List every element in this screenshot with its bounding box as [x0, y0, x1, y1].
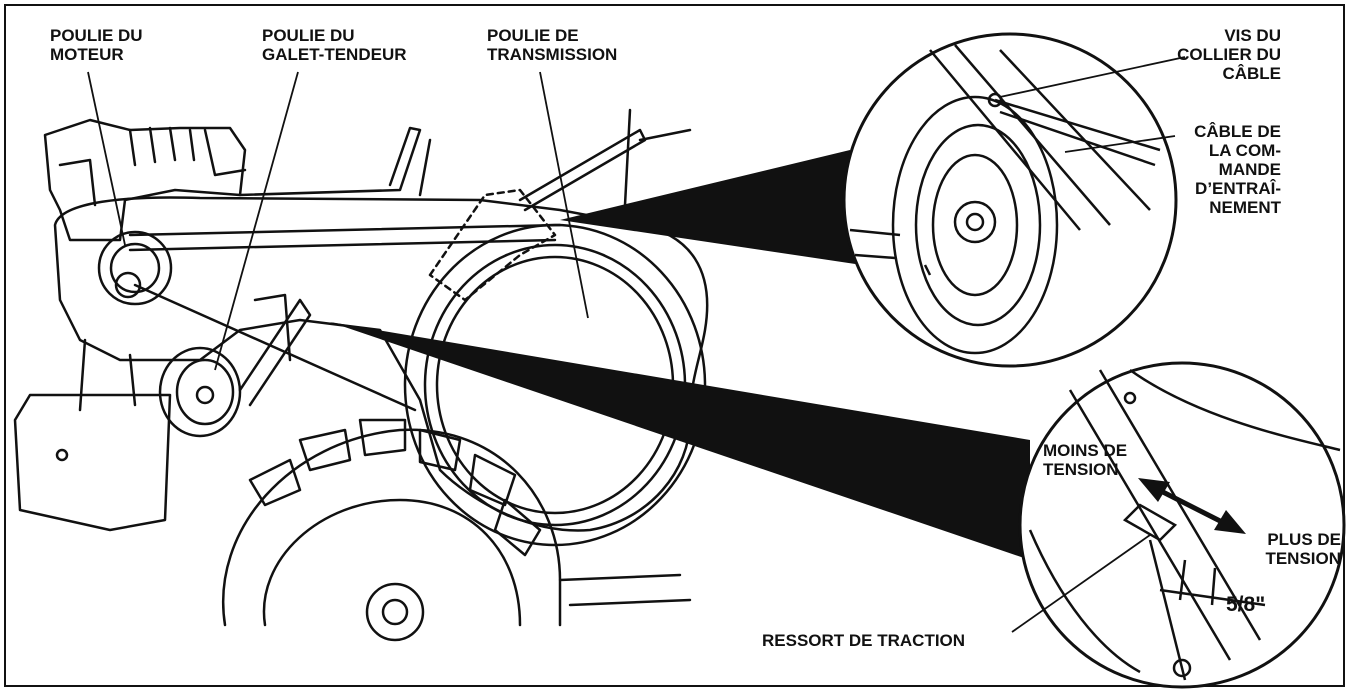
drive-belt: [128, 223, 562, 412]
label-less-tension: MOINS DE TENSION: [1043, 441, 1128, 479]
handlebar-frame: [238, 108, 692, 212]
wheel-drawing: [222, 418, 692, 642]
engine-block: [43, 118, 247, 242]
belt-housing: [53, 196, 709, 532]
label-traction-spring: RESSORT DE TRACTION: [762, 631, 966, 650]
label-more-tension: PLUS DE TENSION: [1265, 530, 1341, 568]
leader-lines: [87, 56, 1186, 633]
zoom-beam-lower: [330, 322, 1030, 560]
label-engine-pulley: POULIE DU MOTEUR: [50, 26, 143, 64]
transmission-box: [13, 393, 172, 532]
zoom-circle-lower: [1018, 361, 1346, 689]
zoom-circle-upper: [842, 32, 1178, 368]
label-idler-pulley: POULIE DU GALET-TENDEUR: [262, 26, 407, 64]
cable-path-dashed: [428, 188, 557, 302]
zoom-beam-upper: [560, 150, 862, 265]
label-cable-clamp-screw: VIS DU COLLIER DU CÂBLE: [1177, 26, 1281, 83]
label-drive-control-cable: CÂBLE DE LA COM- MANDE D’ENTRAÎ- NEMENT: [1194, 122, 1281, 217]
label-transmission-pulley: POULIE DE TRANSMISSION: [487, 26, 618, 64]
idler-pulley-drawing: [158, 293, 312, 438]
engine-pulley-drawing: [97, 230, 173, 306]
tension-arrows: [1138, 478, 1246, 534]
label-spring-length: 5/8": [1226, 593, 1266, 616]
